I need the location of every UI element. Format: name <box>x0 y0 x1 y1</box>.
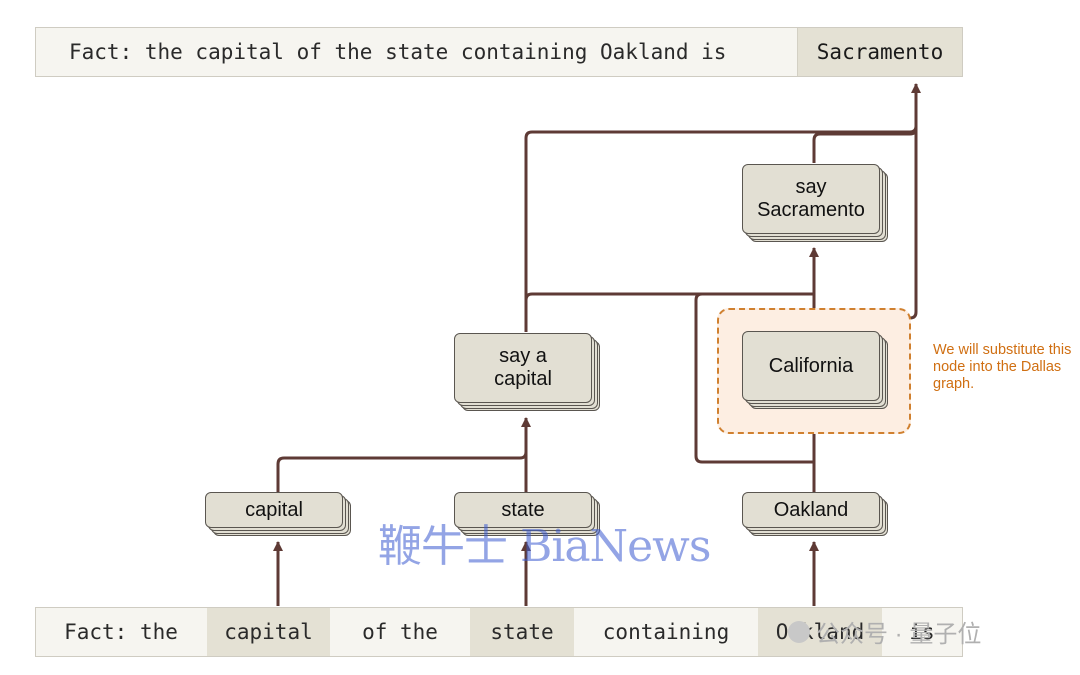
node-face: state <box>454 492 592 528</box>
node-label-line2: capital <box>494 368 552 390</box>
prompt-text: Fact: the capital of the state containin… <box>69 40 727 64</box>
node-say-sacramento: say Sacramento <box>742 164 888 242</box>
node-face: say a capital <box>454 333 592 403</box>
token-fact-the: Fact: the <box>64 620 178 644</box>
substitution-annotation: We will substitute this node into the Da… <box>933 342 1072 392</box>
node-oakland: Oakland <box>742 492 888 536</box>
node-label: capital <box>245 498 303 521</box>
node-state: state <box>454 492 600 536</box>
watermark: 鞭牛士 BiaNews <box>378 521 711 572</box>
token-capital: capital <box>207 608 330 656</box>
node-label: state <box>501 498 545 521</box>
source-watermark: 公众号 · 量子位 <box>788 614 981 649</box>
node-label-line2: Sacramento <box>757 199 865 221</box>
node-face: Oakland <box>742 492 880 528</box>
node-capital: capital <box>205 492 351 536</box>
node-label: Oakland <box>773 498 849 521</box>
edge-say-sacramento-to-output <box>812 127 918 163</box>
node-label-line1: say <box>795 176 827 198</box>
node-face: say Sacramento <box>742 164 880 234</box>
edge-capital-to-say-a-capital <box>276 451 528 492</box>
node-face: California <box>742 331 880 401</box>
token-is: is <box>909 620 935 644</box>
token-state: state <box>470 608 574 656</box>
node-say-a-capital: say a capital <box>454 333 600 411</box>
wechat-icon <box>788 620 810 643</box>
node-label-line1: say a <box>499 345 547 367</box>
token-containing: containing <box>602 620 730 644</box>
node-face: capital <box>205 492 343 528</box>
answer-token: Sacramento <box>797 28 962 76</box>
token-of-the: of the <box>362 620 438 644</box>
edge-say-a-capital-to-say-sacramento <box>524 292 814 301</box>
node-california: California <box>742 331 888 409</box>
prompt-bar: Fact: the capital of the state containin… <box>35 27 963 77</box>
node-label: California <box>768 354 854 377</box>
source-watermark-text: 公众号 · 量子位 <box>816 621 982 648</box>
